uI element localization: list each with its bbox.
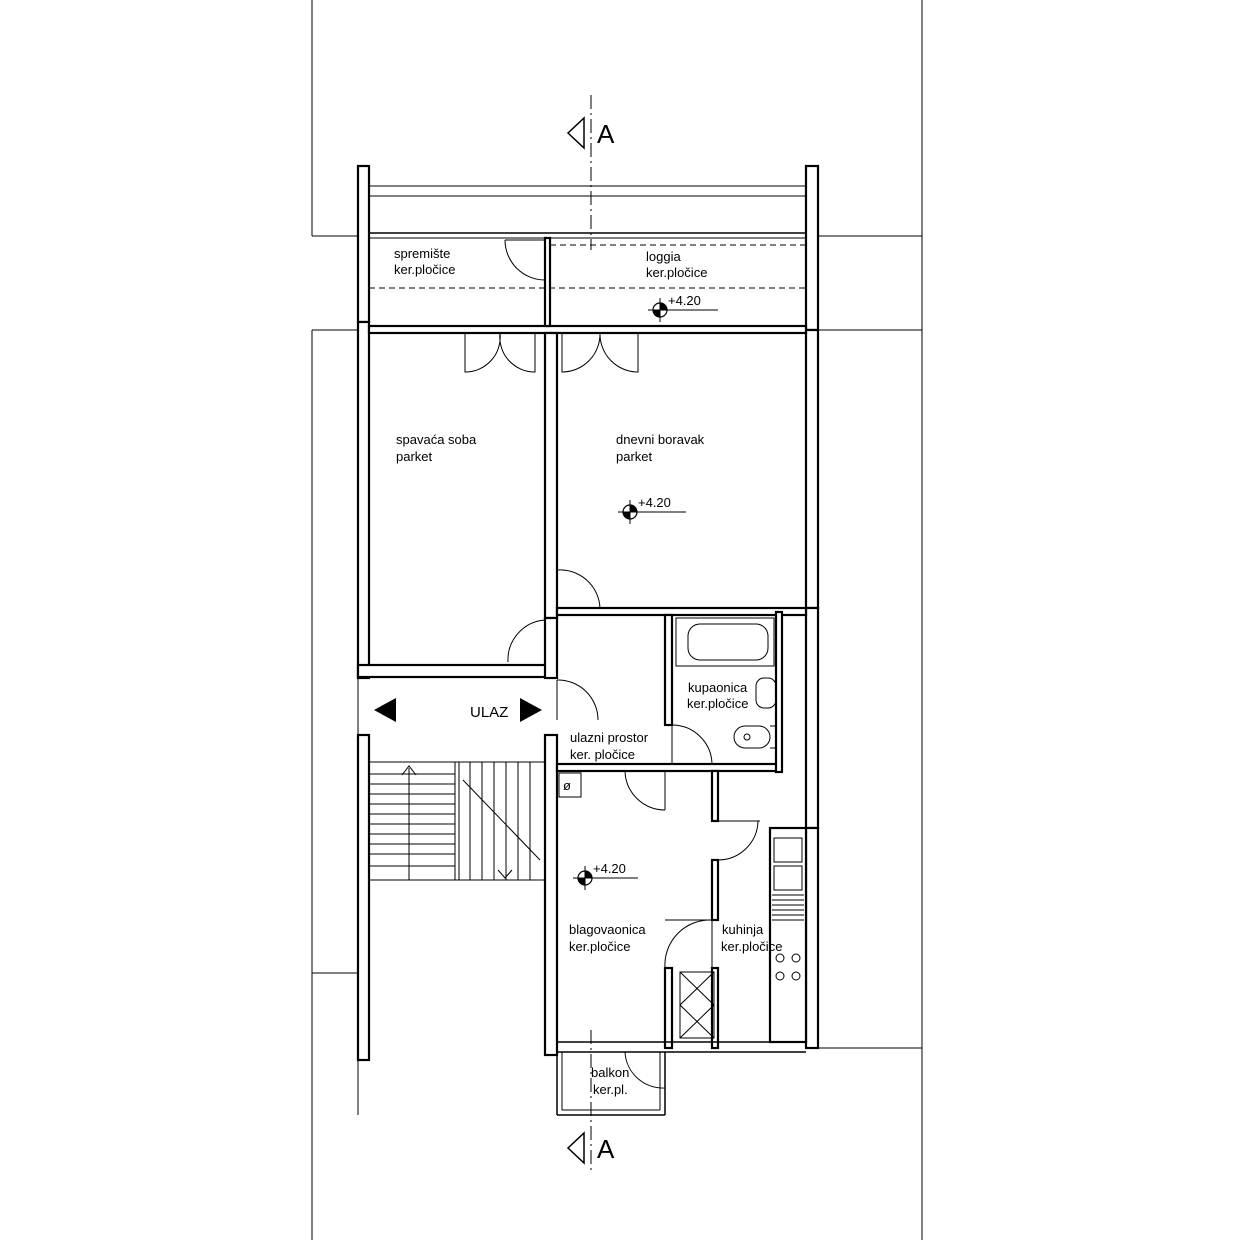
section-label-bottom: A [597,1134,615,1164]
section-arrow-top-icon [566,116,585,150]
kitchen-sink-icon [773,837,803,863]
room-floor-kupaonica: ker.pločice [687,696,748,711]
entrance-arrows [374,698,542,722]
section-label-top: A [597,119,615,149]
room-name-kuhinja: kuhinja [722,922,764,937]
staircase [369,761,545,881]
room-name-loggia: loggia [646,249,681,264]
chimney-symbol: ø [563,778,571,793]
chimney: ø [558,772,582,798]
reference-lines [311,0,923,1240]
room-floor-ulazni: ker. pločice [570,747,635,762]
kitchen-sink-icon-2 [773,865,803,891]
bathtub-inner [687,623,769,661]
exit-arrow-left-icon [374,698,396,722]
bathroom-fixtures [675,617,777,749]
section-line [566,95,592,1170]
doors [464,332,760,1089]
sink-icon [755,677,777,709]
bathtub-icon [675,617,775,667]
room-floor-loggia: ker.pločice [646,265,707,280]
room-name-kupaonica: kupaonica [688,680,748,695]
room-name-balkon: balkon [591,1065,629,1080]
loggia-details [368,238,806,326]
kitchen-fixtures [679,837,804,1039]
chimney-box [558,772,582,798]
walls [356,164,820,1116]
room-name-spremiste: spremište [394,246,450,261]
elevation-marker-dnevni: +4.20 [618,495,686,524]
elevation-markers: +4.20 +4.20 +4.20 [573,293,718,890]
room-floor-kuhinja: ker.pločice [721,939,782,954]
elevation-marker-blagovaonica: +4.20 [573,861,638,890]
room-labels: spremište ker.pločice loggia ker.pločice… [394,246,782,1097]
exit-arrow-right-icon [520,698,542,722]
toilet-icon [733,725,771,749]
room-floor-spavaca: parket [396,449,433,464]
shaft-icon [679,971,715,1039]
elevation-dnevni: +4.20 [638,495,671,510]
room-floor-balkon: ker.pl. [593,1082,628,1097]
room-name-blagovaonica: blagovaonica [569,922,646,937]
room-name-spavaca: spavaća soba [396,432,477,447]
elevation-blagovaonica: +4.20 [593,861,626,876]
room-floor-spremiste: ker.pločice [394,262,455,277]
room-floor-blagovaonica: ker.pločice [569,939,630,954]
stove-icon [775,953,801,981]
section-arrow-bottom-icon [566,1131,585,1165]
room-name-ulazni: ulazni prostor [570,730,649,745]
room-floor-dnevni: parket [616,449,653,464]
elevation-marker-loggia: +4.20 [648,293,718,322]
elevation-loggia: +4.20 [668,293,701,308]
entrance-label: ULAZ [470,704,508,721]
room-name-dnevni: dnevni boravak [616,432,705,447]
